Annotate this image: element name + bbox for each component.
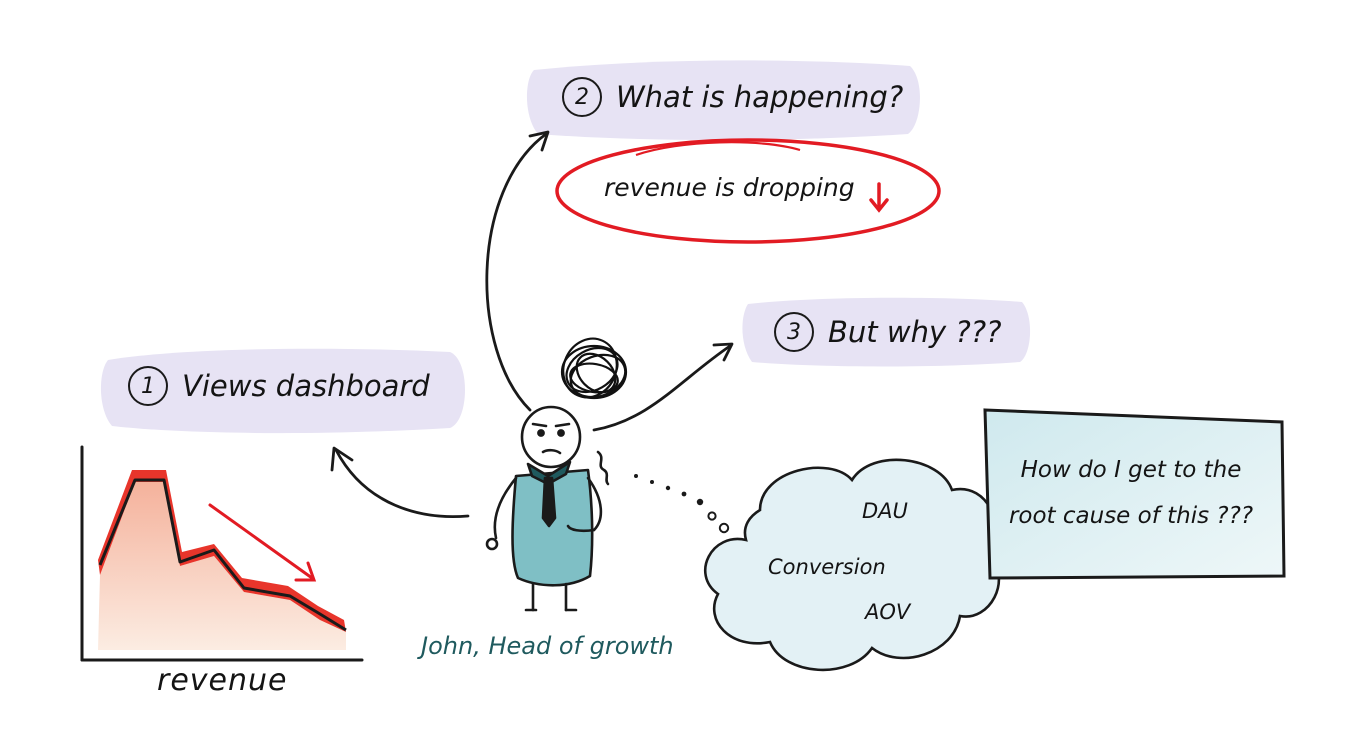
chart-axes	[80, 445, 364, 662]
person-right-arm	[586, 476, 603, 532]
person-tie	[541, 476, 557, 528]
question-text: How do I get to the root cause of this ?…	[1008, 457, 1254, 529]
trend-arrow-icon	[208, 503, 317, 582]
revenue-line	[98, 478, 347, 632]
arrow-to-step3	[592, 344, 732, 432]
arrowhead-step1	[330, 446, 354, 472]
chart-label: revenue	[157, 663, 288, 698]
question-note	[983, 408, 1286, 580]
metric-dau: DAU	[862, 499, 908, 523]
step-2: 2 What is happening?	[562, 77, 903, 117]
metric-aov: AOV	[865, 600, 911, 624]
finding-ellipse-tail	[635, 141, 801, 157]
step-3: 3 But why ???	[774, 312, 1002, 352]
step2-highlight	[526, 60, 920, 140]
person-collar	[526, 460, 572, 486]
step-2-number: 2	[562, 77, 602, 117]
person-left-arm	[493, 476, 518, 540]
revenue-area	[98, 482, 346, 650]
arrow-to-step1	[334, 448, 470, 518]
step3-highlight	[742, 297, 1031, 367]
step1-highlight	[100, 348, 466, 434]
connector-arrows	[330, 130, 734, 518]
arrow-to-step2	[485, 132, 548, 412]
thought-dots	[634, 474, 730, 534]
arrowhead-step2	[528, 130, 550, 152]
step-3-number: 3	[774, 312, 814, 352]
revenue-band	[98, 470, 346, 632]
person-left-hand	[485, 537, 499, 551]
step-1-number: 1	[128, 366, 168, 406]
step-1: 1 Views dashboard	[128, 366, 430, 406]
thought-cloud	[704, 458, 1001, 672]
step-1-text: Views dashboard	[182, 369, 430, 403]
confusion-scribble-icon	[560, 337, 628, 400]
person-figure	[485, 405, 610, 612]
person-head	[520, 405, 582, 469]
step-2-text: What is happening?	[616, 80, 904, 114]
person-right-hand	[566, 524, 596, 533]
arrowhead-step3	[712, 342, 734, 362]
finding-ellipse	[555, 138, 941, 244]
person-shirt	[511, 468, 594, 587]
finding-text: revenue is dropping	[604, 173, 855, 202]
down-arrow-icon	[869, 182, 889, 213]
worry-lines	[596, 450, 610, 486]
person-caption: John, Head of growth	[421, 632, 674, 660]
step-3-text: But why ???	[828, 315, 1002, 349]
metric-conversion: Conversion	[768, 555, 886, 579]
